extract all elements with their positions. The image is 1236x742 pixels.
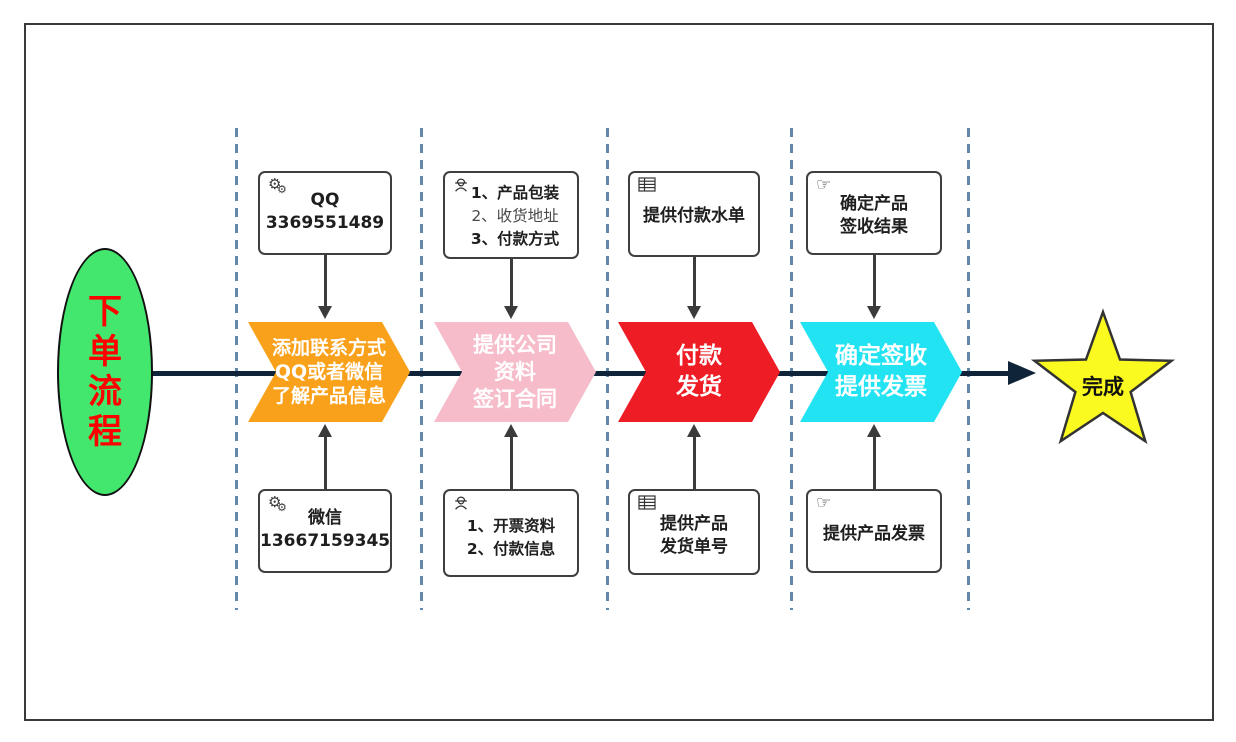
step-label: 确定签收: [835, 343, 927, 369]
lane-divider: [790, 128, 793, 610]
start-node-label: 单: [88, 332, 122, 372]
step-label: 添加联系方式: [271, 337, 386, 359]
connector-line: [510, 436, 513, 489]
pointing-hand-icon: ☞: [816, 493, 832, 513]
info-box-line: 2、付款信息: [466, 540, 556, 558]
info-box-line: 3369551489: [265, 213, 385, 233]
info-box-line: 提供产品发票: [823, 524, 925, 544]
step-label: 付款: [676, 343, 722, 369]
info-box-payment-slip: 提供付款水单: [628, 171, 760, 257]
step-label: 发货: [676, 374, 722, 400]
info-box-invoice-info: 1、开票资料 2、付款信息: [443, 489, 579, 577]
connector-line: [510, 259, 513, 307]
info-box-qq: ⚙⚙ QQ 3369551489: [258, 171, 392, 255]
info-box-line: 3、付款方式: [470, 230, 560, 248]
lane-divider: [606, 128, 609, 610]
start-node-label: 程: [88, 412, 122, 452]
connector-line: [324, 255, 327, 307]
connector-line: [693, 436, 696, 489]
step-label: 签订合同: [473, 386, 557, 411]
info-box-line: 发货单号: [660, 537, 728, 557]
step-label: 资料: [494, 359, 536, 384]
info-box-line: 签收结果: [840, 217, 908, 237]
info-box-wechat: ⚙⚙ 微信 13667159345: [258, 489, 392, 573]
connector-line: [693, 257, 696, 307]
lane-divider: [967, 128, 970, 610]
pointing-hand-icon: ☞: [816, 175, 832, 195]
arrow-down-icon: [318, 306, 332, 319]
worker-icon: [453, 495, 469, 515]
lane-divider: [420, 128, 423, 610]
arrow-down-icon: [687, 306, 701, 319]
flow-arrowhead-icon: [1008, 361, 1036, 385]
info-box-line: 提供产品: [660, 514, 728, 534]
info-box-line: 提供付款水单: [643, 206, 745, 226]
table-icon: [638, 495, 656, 514]
gears-icon: ⚙⚙: [268, 175, 287, 196]
connector-line: [873, 255, 876, 307]
arrow-up-icon: [687, 424, 701, 437]
arrow-down-icon: [867, 306, 881, 319]
info-box-product-invoice: ☞ 提供产品发票: [806, 489, 942, 573]
step-label: 了解产品信息: [271, 385, 386, 407]
arrow-up-icon: [867, 424, 881, 437]
info-box-line: 1、产品包装: [470, 184, 560, 202]
info-box-line: 微信: [308, 508, 342, 528]
info-box-shipping-number: 提供产品 发货单号: [628, 489, 760, 575]
end-star-label: 完成: [1082, 375, 1124, 399]
table-icon: [638, 177, 656, 196]
star-shape: [1030, 308, 1176, 445]
start-node-label: 下: [88, 292, 122, 332]
start-node-label: 流: [88, 372, 122, 412]
outer-frame: [24, 23, 1214, 721]
step-label: QQ或者微信: [274, 361, 384, 383]
info-box-line: 13667159345: [260, 531, 391, 551]
gears-icon: ⚙⚙: [268, 493, 287, 514]
info-box-line: 确定产品: [840, 194, 908, 214]
connector-line: [324, 436, 327, 489]
arrow-up-icon: [318, 424, 332, 437]
worker-icon: [453, 177, 469, 197]
step-label: 提供公司: [473, 332, 557, 357]
connector-line: [873, 436, 876, 489]
info-box-line: 2、收货地址: [471, 207, 559, 225]
info-box-line: QQ: [310, 190, 340, 210]
info-box-order-details: 1、产品包装 2、收货地址 3、付款方式: [443, 171, 579, 259]
arrow-down-icon: [504, 306, 518, 319]
info-box-confirm-receipt: ☞ 确定产品 签收结果: [806, 171, 942, 255]
arrow-up-icon: [504, 424, 518, 437]
lane-divider: [235, 128, 238, 610]
info-box-line: 1、开票资料: [466, 517, 556, 535]
start-node: 下 单 流 程: [57, 248, 153, 496]
end-star: [1028, 306, 1178, 454]
step-confirm-and-invoice: 确定签收 提供发票: [800, 322, 962, 422]
step-label: 提供发票: [835, 374, 927, 400]
